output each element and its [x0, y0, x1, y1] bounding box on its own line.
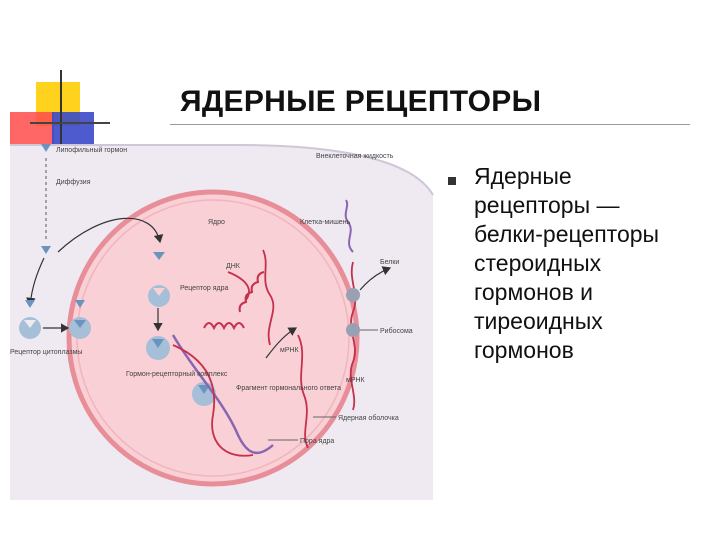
- label-cytoplasm-receptor: Рецептор цитоплазмы: [10, 349, 82, 356]
- protein-chain: [344, 199, 354, 253]
- bullet-square-icon: [448, 177, 456, 185]
- bullet-line: тиреоидных: [474, 308, 603, 334]
- label-lipophilic-hormone: Липофильный гормон: [56, 146, 127, 154]
- slide-title: ЯДЕРНЫЕ РЕЦЕПТОРЫ: [180, 85, 542, 118]
- label-mrna-cytoplasm: мРНК: [346, 377, 366, 384]
- bullet-item: Ядерные рецепторы — белки-рецепторы стер…: [474, 162, 710, 365]
- bullet-line: гормонов: [474, 337, 574, 363]
- cytoplasm-receptor: [19, 317, 41, 339]
- arrow-proteins: [359, 266, 392, 291]
- dna-strand: [227, 271, 250, 301]
- mrna-strand: [297, 334, 309, 449]
- bullet-line: белки-рецепторы: [474, 221, 660, 247]
- cytoplasm-receptor-bound: [69, 317, 91, 339]
- label-dna: ДНК: [226, 263, 241, 270]
- hormone-icon: [41, 144, 51, 152]
- label-nuclear-envelope: Ядерная оболочка: [338, 414, 399, 422]
- nuclear-receptor: [148, 252, 170, 307]
- response-strand: [171, 334, 274, 455]
- label-nuclear-pore: Пора ядра: [300, 438, 334, 445]
- decor-horizontal-line: [30, 122, 110, 124]
- mrna-strand: [349, 261, 357, 411]
- bullet-line: стероидных: [474, 250, 602, 276]
- label-diffusion: Диффузия: [56, 179, 91, 186]
- label-proteins: Белки: [380, 259, 399, 266]
- dna-coil: [203, 271, 265, 331]
- bullet-line: рецепторы —: [474, 192, 620, 218]
- hormone-icon: [75, 300, 85, 308]
- label-target-cell: Клетка-мишень: [300, 219, 351, 226]
- cell-membrane: [10, 144, 434, 196]
- bullet-line: Ядерные: [474, 163, 572, 189]
- bullet-line: гормонов и: [474, 279, 594, 305]
- title-underline: [170, 124, 690, 125]
- mrna-strand: [262, 249, 275, 346]
- label-nuclear-receptor: Рецептор ядра: [180, 285, 228, 292]
- label-mrna-nucleus: мРНК: [280, 347, 300, 354]
- label-ribosome: Рибосома: [380, 327, 413, 335]
- nucleus: [66, 189, 360, 487]
- decor-red-square: [10, 112, 54, 146]
- ribosome-icon: [346, 288, 360, 302]
- dna-strand: [172, 344, 254, 457]
- arrow-mrna-exit: [265, 327, 298, 359]
- hormone-icon: [41, 246, 51, 254]
- label-nucleus: Ядро: [208, 219, 225, 226]
- nuclear-receptor-diagram: Липофильный гормон Внеклеточная жидкость…: [10, 144, 434, 500]
- hormone-receptor-complex: [146, 336, 170, 360]
- ribosome-icon: [346, 323, 360, 337]
- label-response-fragment: Фрагмент гормонального ответа: [236, 385, 341, 392]
- arrow-to-nucleus: [57, 217, 164, 253]
- decor-vertical-line: [60, 70, 62, 160]
- hormone-icon: [25, 300, 35, 308]
- decor-blue-square: [52, 112, 94, 150]
- label-extracellular-fluid: Внеклеточная жидкость: [316, 153, 394, 160]
- label-hormone-receptor-complex: Гормон-рецепторный комплекс: [126, 370, 228, 378]
